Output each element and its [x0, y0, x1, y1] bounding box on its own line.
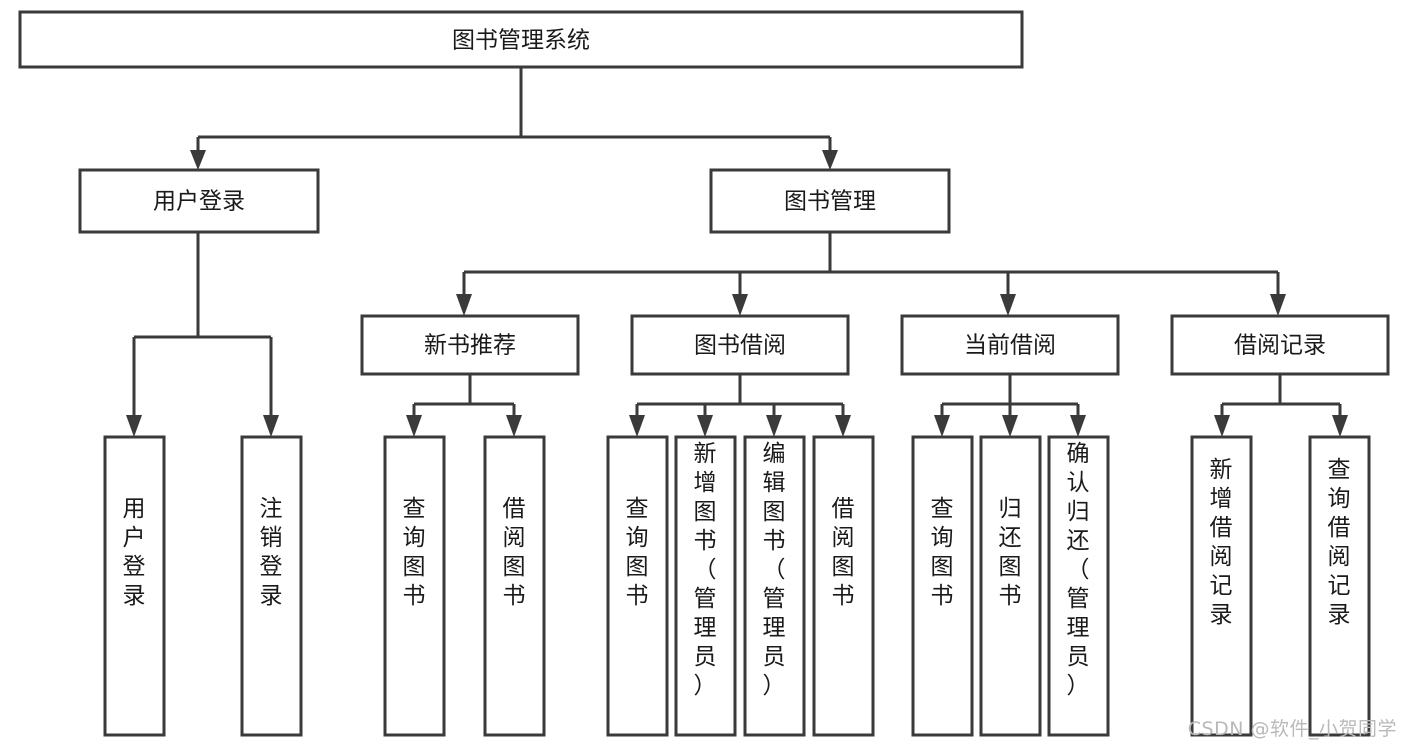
- node-new-book-recommend[interactable]: 新书推荐: [360, 314, 580, 376]
- connector-userlogin-to-leaves: [126, 232, 279, 437]
- connector-current-to-leaves: [934, 374, 1086, 437]
- leaf-new-book-1[interactable]: 借阅图书: [483, 435, 546, 737]
- leaf-user-login-0-label: 用户登录: [123, 496, 146, 609]
- leaf-current-borrow-1[interactable]: 归还图书: [979, 435, 1042, 737]
- leaf-borrow-records-1-label: 查询借阅记录: [1328, 457, 1351, 628]
- node-new-book-recommend-label: 新书推荐: [424, 333, 516, 359]
- node-root[interactable]: 图书管理系统: [18, 10, 1024, 69]
- connector-borrow-to-leaves: [629, 374, 851, 437]
- node-root-label: 图书管理系统: [452, 28, 590, 54]
- leaf-book-borrow-2[interactable]: 编辑图书（管理员）: [743, 435, 806, 737]
- node-book-borrow-label: 图书借阅: [694, 333, 786, 359]
- node-book-management-label: 图书管理: [784, 189, 876, 215]
- leaf-current-borrow-0-label: 查询图书: [931, 496, 954, 609]
- node-current-borrow-label: 当前借阅: [964, 333, 1056, 359]
- leaf-borrow-records-0[interactable]: 新增借阅记录: [1190, 435, 1253, 737]
- node-current-borrow[interactable]: 当前借阅: [900, 314, 1120, 376]
- node-user-login[interactable]: 用户登录: [78, 168, 320, 234]
- leaf-new-book-0-label: 查询图书: [403, 496, 426, 609]
- leaf-current-borrow-2[interactable]: 确认归还（管理员）: [1047, 435, 1110, 737]
- leaf-new-book-1-label: 借阅图书: [503, 496, 526, 609]
- leaf-book-borrow-1-label: 新增图书（管理员）: [694, 441, 717, 699]
- leaf-new-book-0[interactable]: 查询图书: [383, 435, 446, 737]
- leaf-current-borrow-1-label: 归还图书: [999, 496, 1022, 609]
- node-borrow-records-label: 借阅记录: [1234, 333, 1326, 359]
- leaf-current-borrow-0[interactable]: 查询图书: [911, 435, 974, 737]
- leaf-book-borrow-0-label: 查询图书: [626, 496, 649, 609]
- leaf-current-borrow-2-label: 确认归还（管理员）: [1067, 441, 1090, 699]
- leaf-user-login-1-label: 注销登录: [260, 496, 283, 609]
- node-borrow-records[interactable]: 借阅记录: [1170, 314, 1390, 376]
- connector-newbook-to-leaves: [406, 374, 522, 437]
- leaf-book-borrow-0[interactable]: 查询图书: [606, 435, 669, 737]
- leaf-user-login-1[interactable]: 注销登录: [240, 435, 303, 737]
- leaf-borrow-records-1[interactable]: 查询借阅记录: [1308, 435, 1371, 737]
- leaf-user-login-0[interactable]: 用户登录: [103, 435, 166, 737]
- leaf-book-borrow-1[interactable]: 新增图书（管理员）: [674, 435, 737, 737]
- leaf-borrow-records-0-label: 新增借阅记录: [1210, 457, 1233, 628]
- node-book-borrow[interactable]: 图书借阅: [630, 314, 850, 376]
- leaf-book-borrow-2-label: 编辑图书（管理员）: [763, 441, 786, 699]
- connector-bookmgmt-to-level3: [456, 232, 1286, 316]
- node-user-login-label: 用户登录: [153, 189, 245, 215]
- leaf-book-borrow-3[interactable]: 借阅图书: [812, 435, 875, 737]
- connector-root-to-level2: [190, 67, 838, 170]
- node-book-management[interactable]: 图书管理: [709, 168, 951, 234]
- leaf-book-borrow-3-label: 借阅图书: [832, 496, 855, 609]
- connector-records-to-leaves: [1214, 374, 1348, 437]
